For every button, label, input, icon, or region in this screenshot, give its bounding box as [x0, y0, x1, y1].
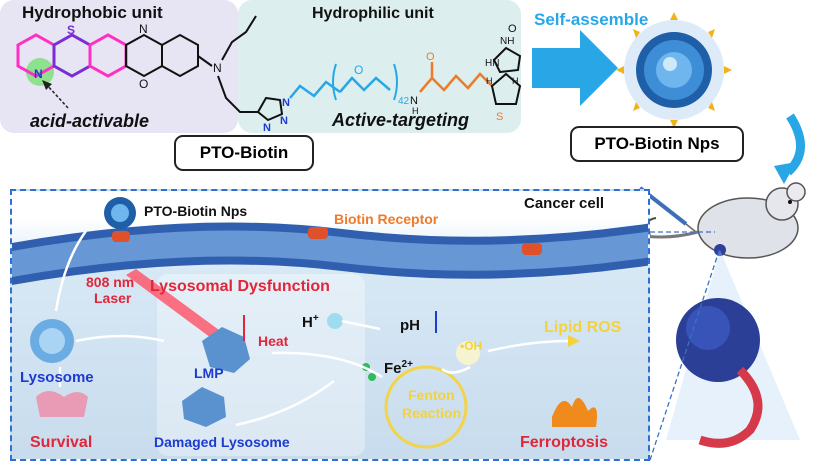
- tumor-spot: [714, 244, 726, 256]
- oh-radical-label: •OH: [460, 339, 483, 353]
- cancer-cell-panel: Cancer cell PTO-Biotin Nps Biotin Recept…: [10, 189, 650, 461]
- nanoparticle-top: [624, 20, 724, 120]
- atom-n-amine: N: [213, 61, 222, 75]
- survival-muscle: [36, 391, 88, 417]
- nanoparticle-small: [104, 197, 136, 229]
- atom-nh: NH: [500, 36, 514, 47]
- atom-n-top: N: [139, 22, 148, 36]
- yellow-arrows: [568, 335, 580, 347]
- laser-beam: [126, 269, 234, 349]
- fe-symbol: Fe: [384, 360, 402, 377]
- biotin-receptors: [112, 227, 542, 255]
- lysosome-left: [30, 319, 74, 363]
- atom-n-triazole-3: N: [263, 122, 271, 134]
- atom-s: S: [67, 23, 75, 37]
- triazole-ring: [256, 96, 284, 122]
- hydrophilic-unit-title: Hydrophilic unit: [312, 5, 434, 22]
- hydrophilic-unit-panel: [238, 0, 521, 133]
- fe-charge: 2+: [401, 359, 413, 370]
- biotin-receptor-label: Biotin Receptor: [334, 211, 439, 227]
- atom-hn: HN: [485, 58, 499, 69]
- lysosome-label: Lysosome: [20, 369, 94, 386]
- self-assemble-label: Self-assemble: [534, 10, 649, 29]
- laser-label: Laser: [94, 290, 132, 306]
- atom-n-ring: N: [34, 67, 43, 81]
- atom-h-1: H: [486, 76, 493, 86]
- atom-h-2: H: [512, 76, 519, 86]
- pto-biotin-nps-label-box: PTO-Biotin Nps: [570, 126, 744, 162]
- fenton-label-line2: Reaction: [402, 405, 462, 421]
- fe-label: Fe2+: [384, 359, 413, 377]
- atom-o-amide: O: [426, 51, 435, 63]
- atom-n-triazole-2: N: [280, 115, 288, 127]
- thiophane-ring: [490, 72, 522, 105]
- urea-ring: [492, 46, 522, 74]
- acid-activable-label: acid-activable: [30, 111, 150, 131]
- pto-biotin-label: PTO-Biotin: [199, 143, 289, 162]
- pto-biotin-nps-label: PTO-Biotin Nps: [594, 134, 720, 153]
- ferroptosis-fire: [552, 397, 597, 427]
- atom-n-linker: N: [410, 95, 418, 107]
- lysosomal-dysfunction-label: Lysosomal Dysfunction: [150, 278, 330, 295]
- fenton-label-line1: Fenton: [408, 387, 455, 403]
- active-targeting-label: Active-targeting: [332, 110, 470, 130]
- lipid-ros-label: Lipid ROS: [544, 319, 622, 336]
- flow-arrows: [54, 230, 569, 427]
- proton-symbol: H: [302, 314, 313, 331]
- atom-n-triazole-1: N: [282, 97, 290, 109]
- atom-o-biotin: O: [508, 23, 517, 35]
- ferroptosis-label: Ferroptosis: [520, 434, 609, 451]
- lysosomal-dysfunction-box: [157, 274, 365, 456]
- survival-label: Survival: [30, 434, 93, 451]
- lmp-label: LMP: [194, 365, 224, 381]
- heat-label: Heat: [258, 333, 289, 349]
- laser-wavelength-label: 808 nm: [86, 274, 135, 290]
- cancer-cell-label: Cancer cell: [524, 195, 605, 212]
- acid-site-highlight: [26, 58, 54, 86]
- damaged-lysosome-shape: [182, 387, 226, 427]
- proton-charge: +: [312, 313, 319, 324]
- atom-o-peg: O: [354, 63, 363, 77]
- cell-scene: [12, 197, 648, 456]
- pto-biotin-nps-small-label: PTO-Biotin Nps: [144, 203, 248, 219]
- fenton-cycle: [384, 365, 468, 449]
- peg-repeat: 42: [398, 96, 410, 107]
- atom-s-biotin: S: [496, 111, 503, 123]
- atom-o-ring: O: [139, 77, 148, 91]
- benzene-ring: [161, 33, 199, 78]
- assembly-graphic: [532, 12, 805, 184]
- self-assemble-arrow: [532, 30, 618, 106]
- chemical-structure: S N N O N N N N O 42 N H O S HN NH O H H…: [16, 15, 522, 134]
- ph-label: pH: [400, 317, 420, 334]
- nanoparticle-ligands: [616, 12, 732, 128]
- proton-bubble: [327, 313, 343, 329]
- hydrophobic-unit-title: Hydrophobic unit: [22, 3, 163, 22]
- oh-radical-bubble: [456, 341, 480, 365]
- proton-label: H+: [302, 313, 319, 331]
- damaged-lysosome-label: Damaged Lysosome: [154, 434, 290, 450]
- lmp-lysosome: [202, 327, 250, 373]
- blood-vessel: [698, 366, 763, 448]
- pto-biotin-label-box: PTO-Biotin: [174, 135, 314, 171]
- atom-h-linker: H: [412, 106, 419, 116]
